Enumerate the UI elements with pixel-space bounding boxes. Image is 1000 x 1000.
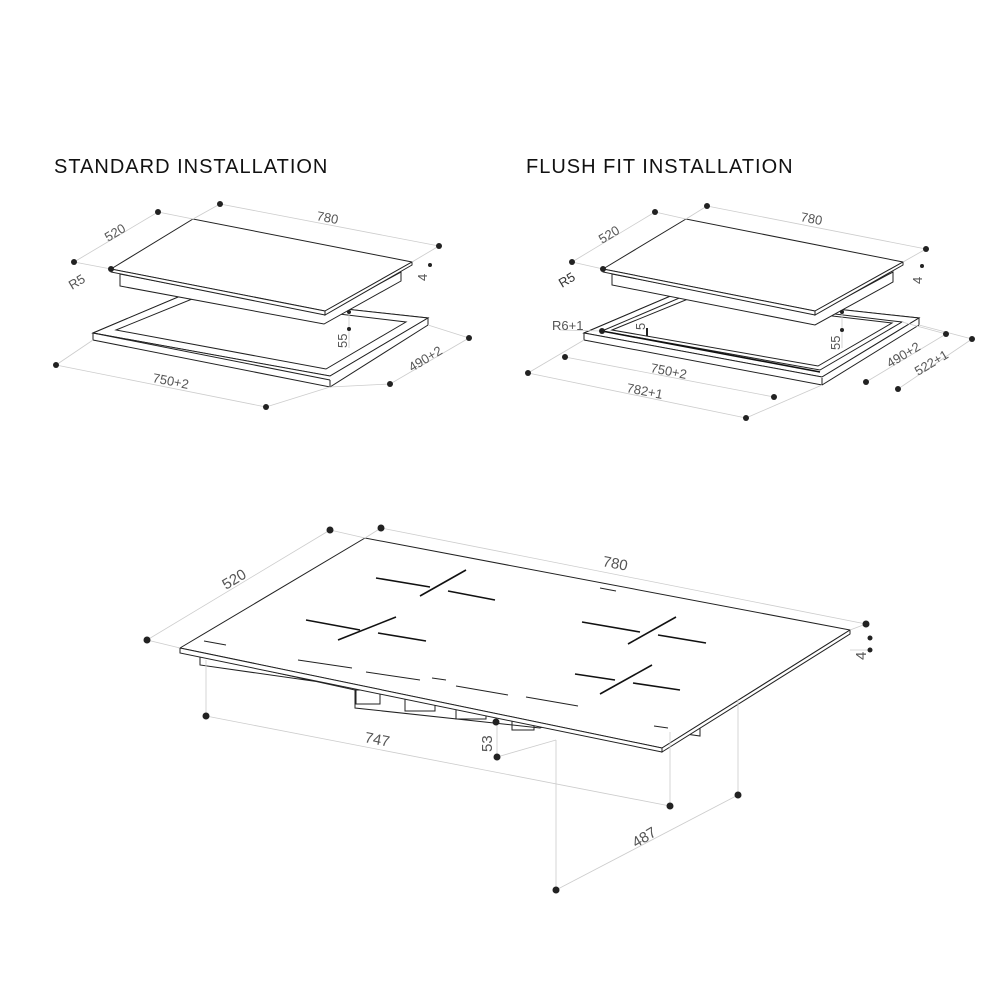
standard-thickness-label: 4 <box>415 274 430 281</box>
hob-body-width-label: 747 <box>363 729 391 750</box>
standard-height-label: 55 <box>335 334 350 348</box>
flush-dimension-dots <box>525 203 975 421</box>
standard-cutout-depth-label: 490+2 <box>406 343 445 375</box>
flush-installation-title: FLUSH FIT INSTALLATION <box>526 156 794 178</box>
hob-body-depth-label: 487 <box>629 824 659 851</box>
flush-dimension-lines <box>527 205 973 419</box>
standard-dimension-dots <box>53 201 472 410</box>
hob-width-label: 780 <box>601 553 629 574</box>
flush-thickness-label: 4 <box>910 277 925 284</box>
hob-dimension-dots <box>143 524 873 894</box>
standard-width-label: 780 <box>315 208 339 227</box>
flush-recess-radius-label: R6+1 <box>552 318 583 333</box>
flush-recess-depth-label: 5 <box>633 323 648 330</box>
flush-cutout-width-label: 750+2 <box>649 360 688 382</box>
hob-controls <box>203 587 669 729</box>
hob-depth-label: 520 <box>219 566 249 593</box>
hob-diagram: 520 780 4 747 53 487 <box>143 524 873 894</box>
flush-radius-label: R5 <box>556 269 578 290</box>
flush-depth-label: 520 <box>596 223 622 247</box>
standard-cutout-width-label: 750+2 <box>151 370 190 392</box>
hob-thickness-label: 4 <box>853 652 870 660</box>
flush-diagram: 520 780 R5 4 55 R6+1 5 750+2 782+1 490+2… <box>525 203 975 421</box>
standard-dimension-lines <box>55 203 470 408</box>
flush-height-label: 55 <box>828 336 843 350</box>
standard-diagram: 520 780 R5 4 55 750+2 490+2 <box>53 201 472 410</box>
hob-glass-top <box>178 537 852 753</box>
hob-body-height-label: 53 <box>479 735 496 752</box>
hob-cooking-zones <box>305 569 707 695</box>
standard-depth-label: 520 <box>102 221 128 245</box>
standard-radius-label: R5 <box>66 271 88 292</box>
flush-recess-width-label: 782+1 <box>625 380 664 402</box>
flush-hob-plate <box>601 218 905 326</box>
flush-width-label: 780 <box>799 209 823 228</box>
standard-installation-title: STANDARD INSTALLATION <box>54 156 329 178</box>
